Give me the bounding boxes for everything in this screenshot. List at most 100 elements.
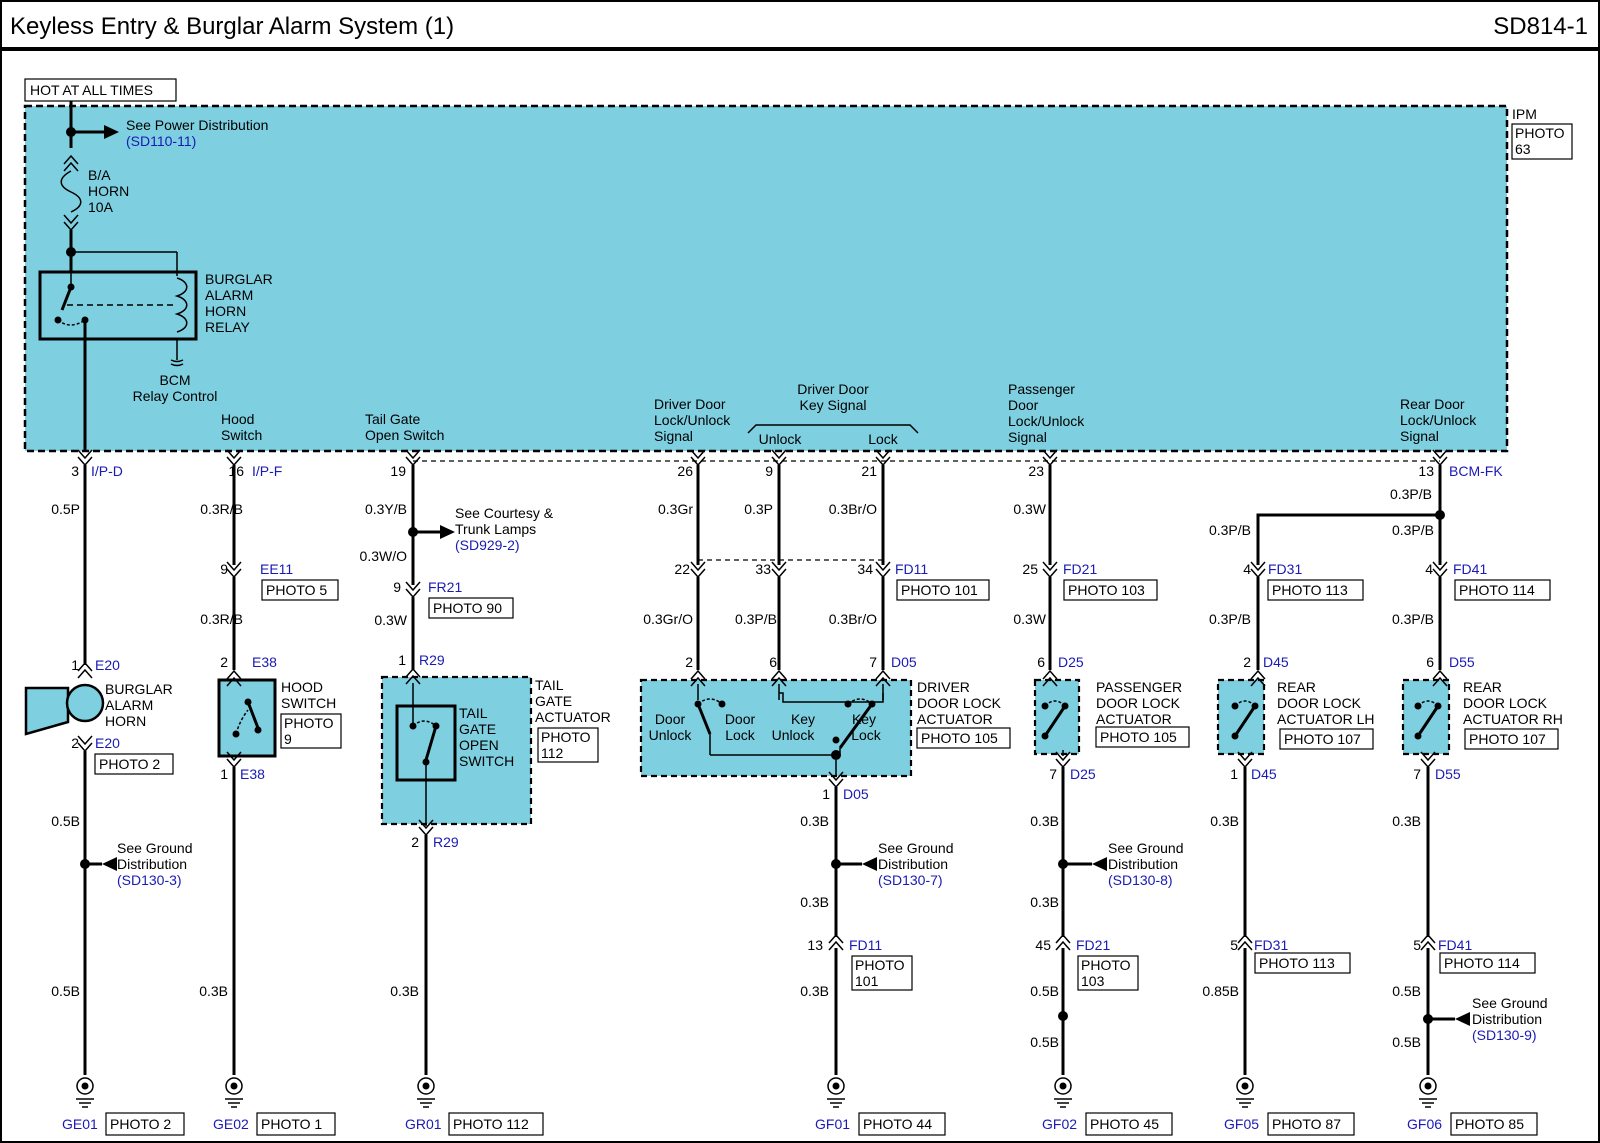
ground-icon <box>416 1077 436 1108</box>
tail-switch-label: TAIL <box>459 705 488 721</box>
photo-label: PHOTO 2 <box>99 756 160 772</box>
connector-bcmfk: BCM-FK <box>1449 463 1503 479</box>
connector-fd31: FD31 <box>1268 561 1302 577</box>
photo-label: PHOTO 105 <box>921 730 998 746</box>
hood-switch-label: SWITCH <box>281 695 336 711</box>
wire-label: 0.3Br/O <box>829 611 877 627</box>
tail-actuator-label: ACTUATOR <box>535 709 611 725</box>
ipm-photo-box <box>1511 123 1573 160</box>
ddla-label: ACTUATOR <box>917 711 993 727</box>
dk-signal-2: Key Signal <box>800 397 867 413</box>
ground-ref-note: See Ground <box>1472 995 1548 1011</box>
connector-fd21: FD21 <box>1076 937 1110 953</box>
photo-label: PHOTO 103 <box>1068 582 1145 598</box>
hood-signal-1: Hood <box>221 411 254 427</box>
hood-switch-label: HOOD <box>281 679 323 695</box>
pin-label: 1 <box>71 657 79 673</box>
photo-label: PHOTO 114 <box>1444 955 1520 971</box>
ground-ref-link[interactable]: (SD130-8) <box>1108 872 1173 888</box>
connector-fd21: FD21 <box>1063 561 1097 577</box>
pin-label: 13 <box>1418 463 1434 479</box>
power-ref-link[interactable]: (SD110-11) <box>126 133 196 149</box>
rd-signal-1: Rear Door <box>1400 396 1465 412</box>
rd-signal-2: Lock/Unlock <box>1400 412 1477 428</box>
ground-id: GF02 <box>1042 1116 1077 1132</box>
pdla-label: PASSENGER <box>1096 679 1182 695</box>
wire-label: 0.3W <box>374 612 407 628</box>
ground-photo: PHOTO 45 <box>1090 1116 1159 1132</box>
pin-label: 13 <box>807 937 823 953</box>
ground-id: GF05 <box>1224 1116 1259 1132</box>
ground-photo: PHOTO 112 <box>453 1116 529 1132</box>
fuse-label-3: 10A <box>88 199 114 215</box>
wire-label: 0.3Gr/O <box>643 611 693 627</box>
hot-label-box <box>24 78 177 102</box>
ground-ref-link[interactable]: (SD130-9) <box>1472 1027 1537 1043</box>
rdrh-label: REAR <box>1463 679 1502 695</box>
wire-label: 0.3B <box>1210 813 1239 829</box>
wire-label: 0.3B <box>1392 813 1421 829</box>
pin-label: 21 <box>861 463 877 479</box>
ground-photo: PHOTO 1 <box>261 1116 322 1132</box>
hot-label: HOT AT ALL TIMES <box>30 82 153 98</box>
ipm-block <box>23 104 1509 453</box>
wire-label: 0.3Gr <box>658 501 693 517</box>
ground-photo: PHOTO 2 <box>110 1116 171 1132</box>
rd-signal-3: Signal <box>1400 428 1439 444</box>
pin-label: 6 <box>1037 654 1045 670</box>
relay-label-4: RELAY <box>205 319 251 335</box>
wire-label: 0.3B <box>1030 894 1059 910</box>
courtesy-arrow-icon <box>440 525 455 539</box>
ground-ref-note: Distribution <box>1472 1011 1542 1027</box>
pin-label: 1 <box>398 652 406 668</box>
connector-ee11: EE11 <box>260 561 293 577</box>
pin-label: 9 <box>220 561 228 577</box>
pin-label: 7 <box>1049 766 1057 782</box>
photo-label: PHOTO <box>541 729 591 745</box>
fuse-icon <box>60 170 82 213</box>
pin-label: 26 <box>677 463 693 479</box>
horn-label: ALARM <box>105 697 153 713</box>
photo-label: 103 <box>1081 973 1105 989</box>
pin-label: 1 <box>1230 766 1238 782</box>
connector-e20: E20 <box>95 657 120 673</box>
diagram-code: SD814-1 <box>1493 13 1588 40</box>
relay-label-1: BURGLAR <box>205 271 273 287</box>
ground-ref-note: See Ground <box>878 840 954 856</box>
tail-switch-label: SWITCH <box>459 753 514 769</box>
dd-signal-3: Signal <box>654 428 693 444</box>
tail-signal-2: Open Switch <box>365 427 444 443</box>
connector-fd11: FD11 <box>849 937 882 953</box>
wire-label: 0.5B <box>1030 983 1059 999</box>
wire-label: 0.3Y/B <box>365 501 407 517</box>
wire-label: 0.5P <box>51 501 80 517</box>
ground-photo: PHOTO 85 <box>1455 1116 1524 1132</box>
pin-label: 4 <box>1243 561 1251 577</box>
photo-label: PHOTO 105 <box>1100 729 1177 745</box>
pd-signal-1: Passenger <box>1008 381 1075 397</box>
ddla-switch-label: Key <box>791 711 815 727</box>
connector-d25: D25 <box>1070 766 1096 782</box>
wire-label: 0.3W/O <box>360 548 408 564</box>
ddla-label: DOOR LOCK <box>917 695 1002 711</box>
ground-id: GE01 <box>62 1116 98 1132</box>
header: Keyless Entry & Burglar Alarm System (1)… <box>0 13 1600 51</box>
pin-label: 16 <box>228 463 244 479</box>
ground-icon <box>1235 1077 1255 1108</box>
photo-label: 101 <box>855 973 879 989</box>
pd-signal-2: Door <box>1008 397 1039 413</box>
ddla-switch-label: Door <box>725 711 756 727</box>
wire-label: 0.5B <box>1392 1034 1421 1050</box>
dk-unlock-label: Unlock <box>759 431 803 447</box>
pin-label: 5 <box>1230 937 1238 953</box>
wire-label: 0.5B <box>1030 1034 1059 1050</box>
ground-ref-link[interactable]: (SD130-7) <box>878 872 943 888</box>
photo-label: PHOTO 107 <box>1469 731 1546 747</box>
connector-d05: D05 <box>891 654 917 670</box>
page-title: Keyless Entry & Burglar Alarm System (1) <box>10 13 454 40</box>
pin-label: 33 <box>755 561 771 577</box>
courtesy-ref-link[interactable]: (SD929-2) <box>455 537 520 553</box>
ground-ref-link[interactable]: (SD130-3) <box>117 872 182 888</box>
hood-switch-box <box>217 678 277 758</box>
